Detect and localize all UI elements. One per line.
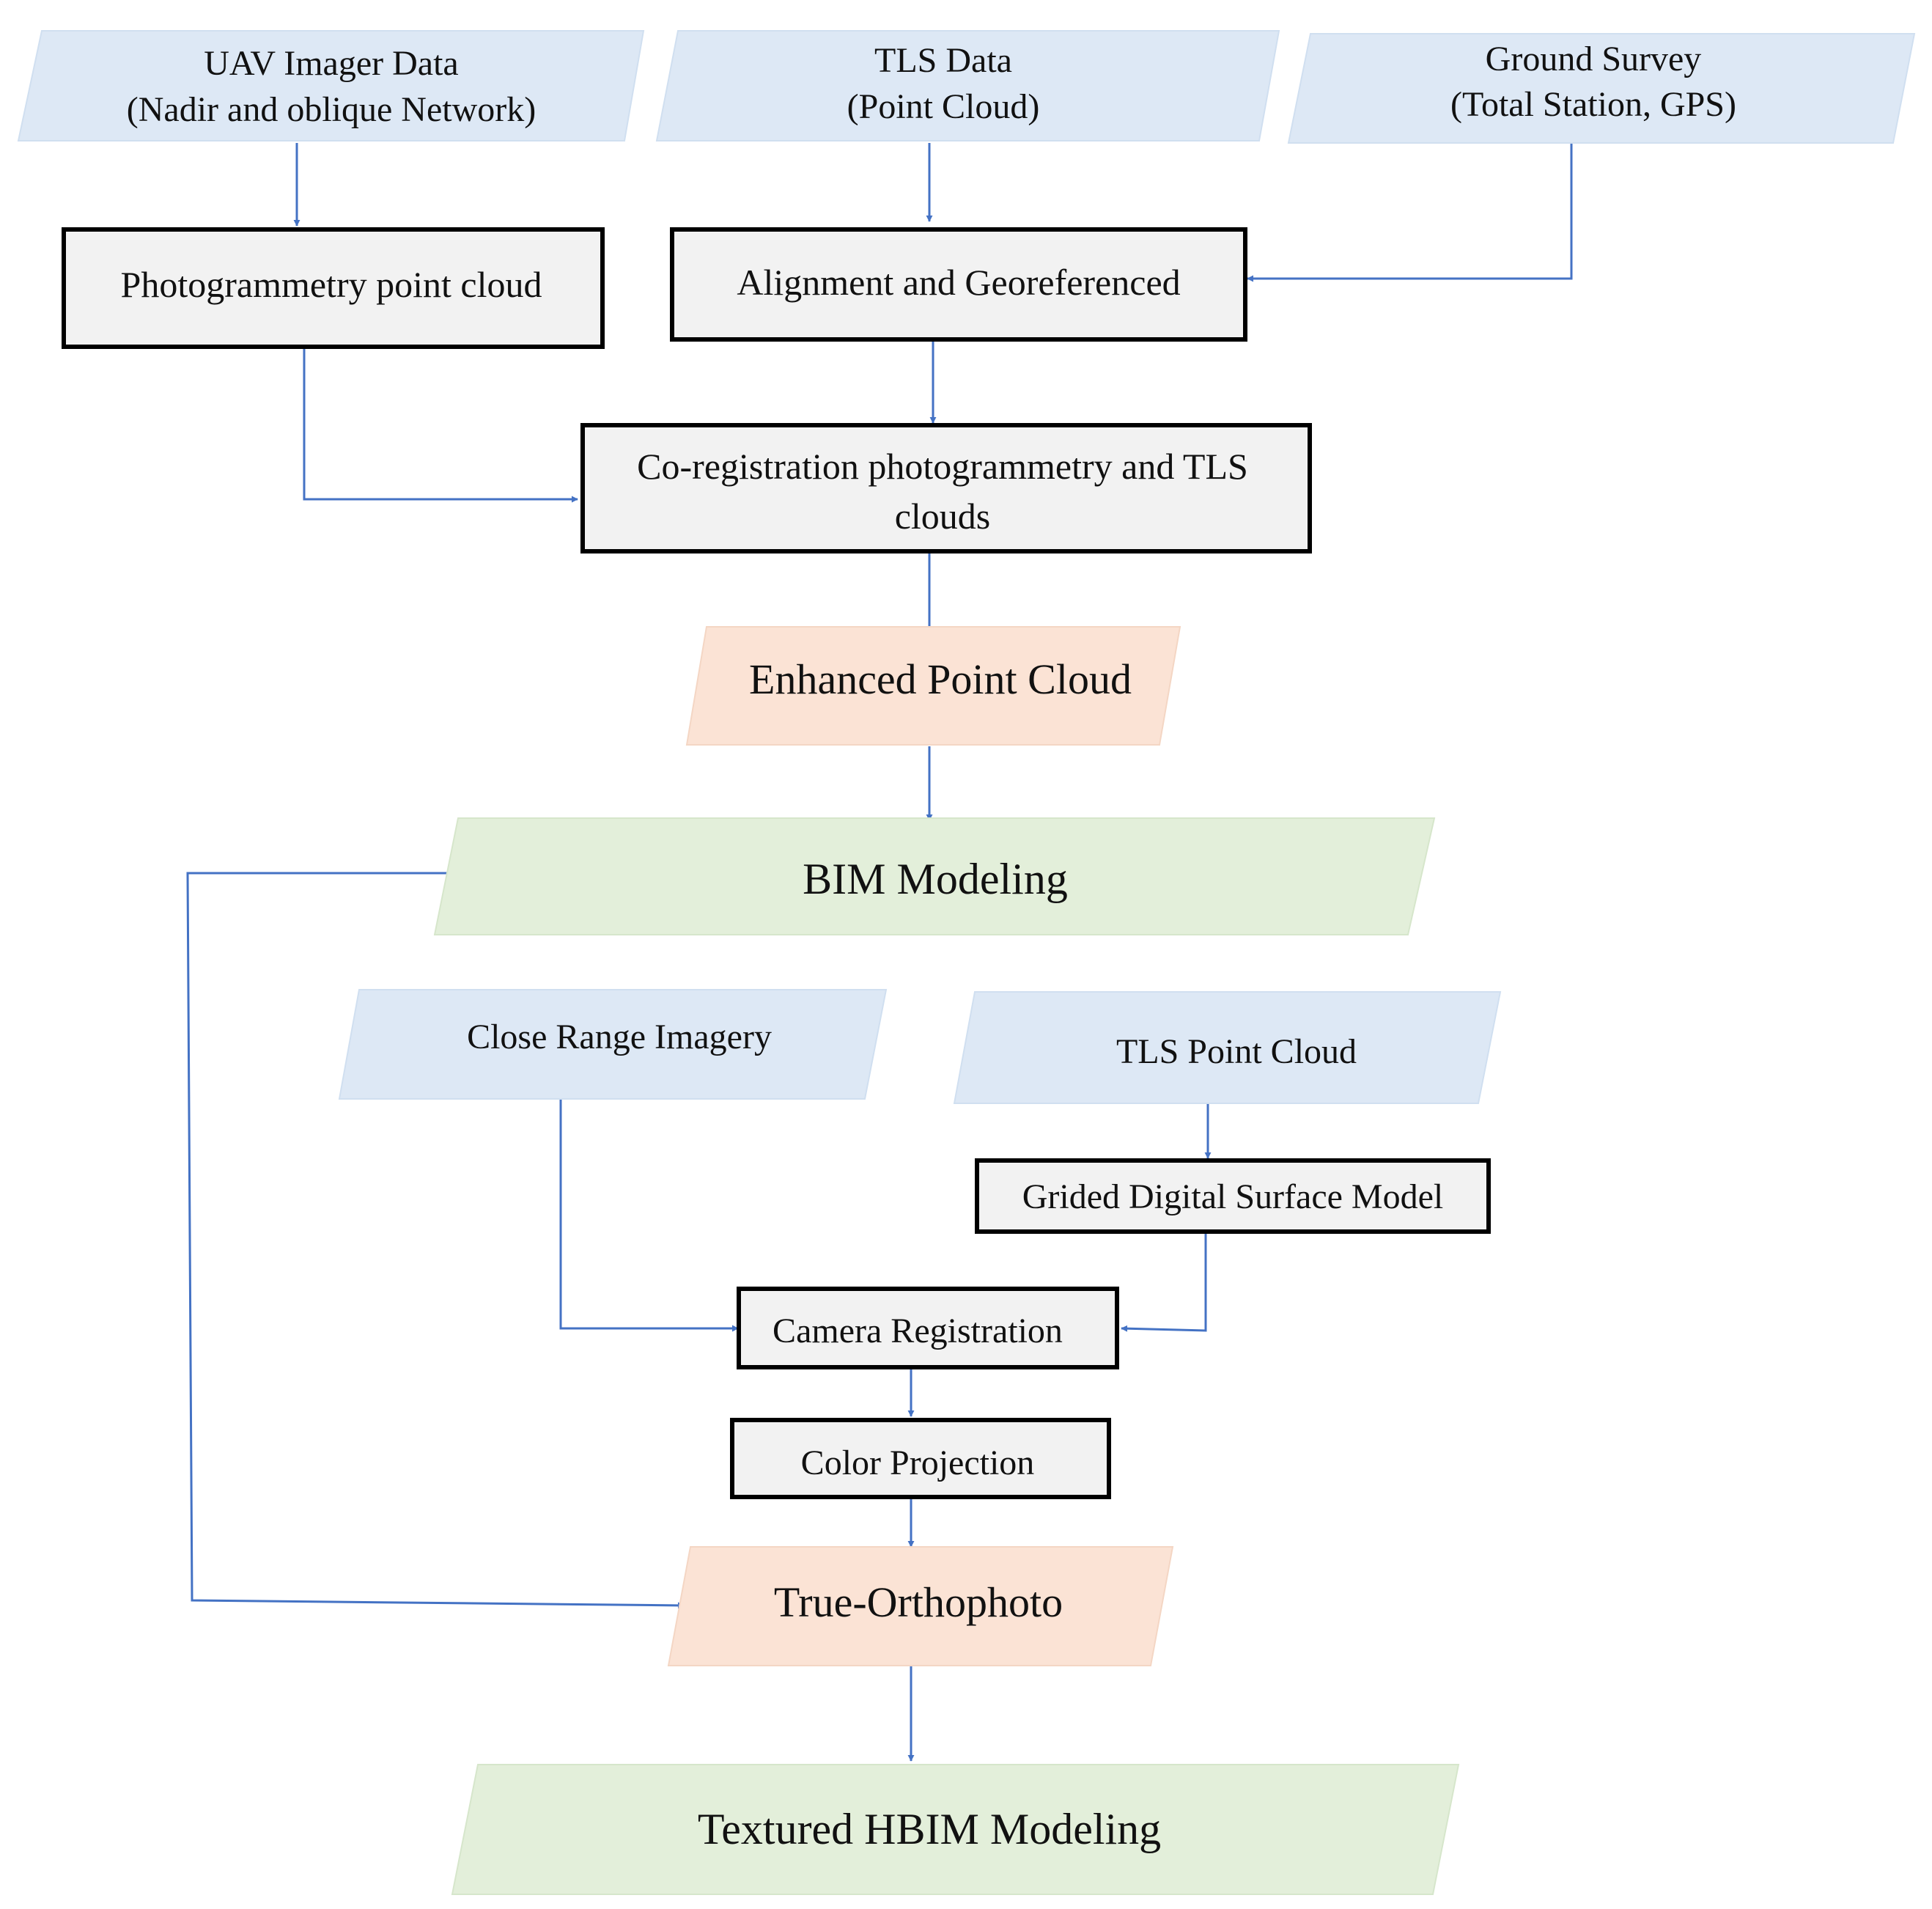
bim-modeling-node: BIM Modeling [433,817,1436,935]
edge-photogrammetry-to-coregistration [303,348,578,503]
uav-node-subtitle: (Nadir and oblique Network) [127,90,537,129]
edge-close-range-to-camera [559,1100,739,1332]
alignment-georeferenced-node: Alignment and Georeferenced [670,227,1247,342]
close-range-node-label: Close Range Imagery [467,1018,772,1056]
true-orthophoto-node: True-Orthophoto [667,1546,1174,1666]
edge-dsm-to-camera [1121,1232,1207,1332]
enhanced-point-cloud-node: Enhanced Point Cloud [685,626,1181,746]
camera-registration-node: Camera Registration [737,1287,1119,1369]
color-projection-node-label: Color Projection [801,1443,1035,1482]
alignment-node-label: Alignment and Georeferenced [737,262,1180,303]
tls-data-node-title: TLS Data [874,41,1012,80]
tls-data-node-subtitle: (Point Cloud) [847,87,1040,126]
ground-survey-node: Ground Survey (Total Station, GPS) [1287,33,1916,144]
tls-point-cloud-node: TLS Point Cloud [953,991,1502,1104]
tls-data-node: TLS Data (Point Cloud) [655,30,1280,141]
bim-node-label: BIM Modeling [803,855,1068,903]
enhanced-node-label: Enhanced Point Cloud [749,655,1132,703]
tls-point-cloud-node-label: TLS Point Cloud [1116,1032,1357,1071]
uav-imager-data-node: UAV Imager Data (Nadir and oblique Netwo… [17,30,645,141]
coregistration-node-line1: Co-registration photogrammetry and TLS [637,446,1248,487]
ground-survey-node-title: Ground Survey [1486,40,1702,78]
textured-hbim-node-label: Textured HBIM Modeling [698,1805,1161,1853]
photogrammetry-point-cloud-node: Photogrammetry point cloud [62,227,605,349]
grided-dsm-node: Grided Digital Surface Model [975,1158,1491,1234]
photogrammetry-node-label: Photogrammetry point cloud [121,264,542,305]
camera-registration-node-label: Camera Registration [773,1312,1063,1350]
coregistration-node: Co-registration photogrammetry and TLS c… [580,423,1312,553]
color-projection-node: Color Projection [730,1418,1111,1499]
uav-node-title: UAV Imager Data [204,44,458,83]
edge-bim-to-orthophoto [186,872,685,1609]
grided-dsm-node-label: Grided Digital Surface Model [1022,1177,1444,1216]
textured-hbim-node: Textured HBIM Modeling [451,1764,1460,1895]
ground-survey-node-subtitle: (Total Station, GPS) [1450,85,1736,124]
coregistration-node-line2: clouds [895,496,991,537]
edge-ground-to-alignment [1247,143,1573,282]
connectors [186,143,1573,1762]
close-range-imagery-node: Close Range Imagery [338,989,888,1100]
true-orthophoto-node-label: True-Orthophoto [774,1578,1063,1626]
